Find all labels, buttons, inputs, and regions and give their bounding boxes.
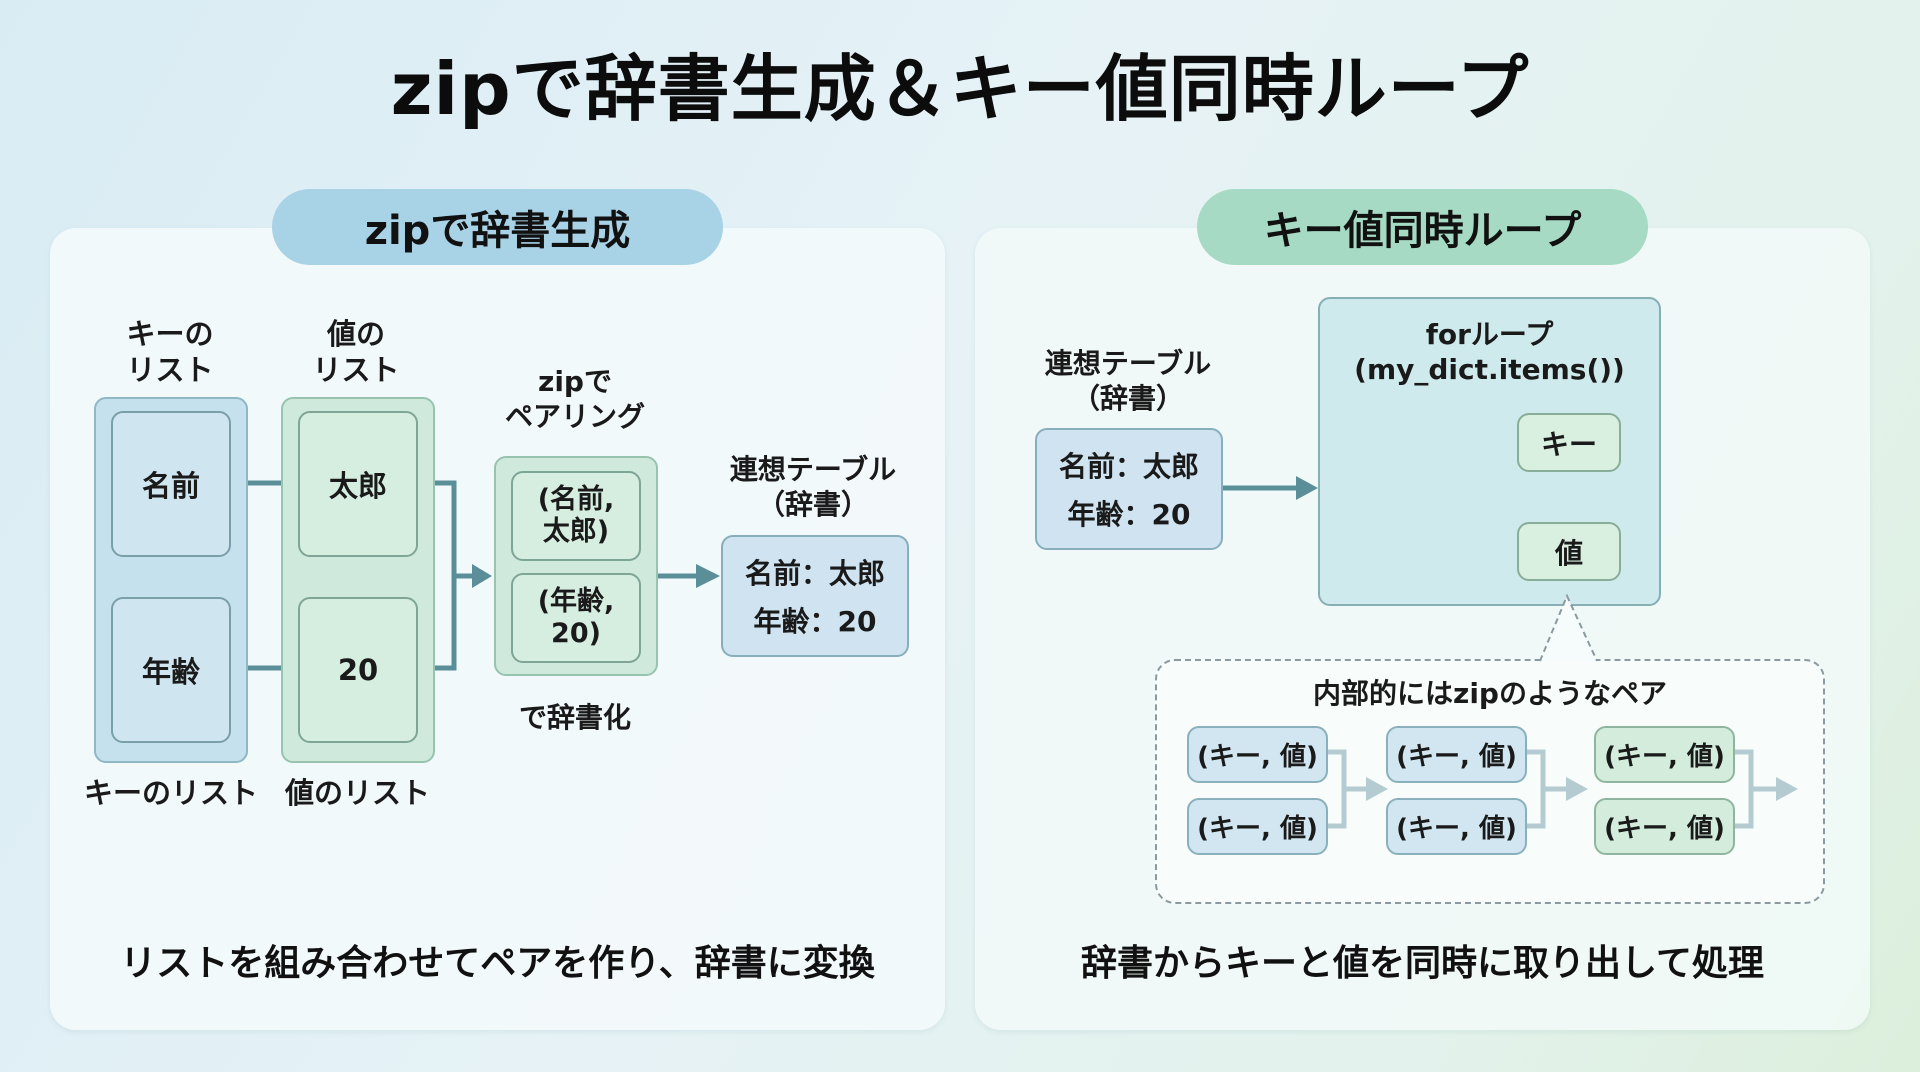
dict-entry: 名前：太郎 (744, 557, 885, 590)
left-dict-box: 名前：太郎 年齢：20 (721, 535, 909, 657)
dict-entry: 名前：太郎 (1058, 450, 1199, 483)
pairing-label: zipで ペアリング (504, 365, 645, 433)
right-dict-label: 連想テーブル （辞書） (1044, 347, 1212, 415)
pair-item: (年齢, 20) (511, 573, 641, 663)
key-list-top-label: キーの リスト (126, 317, 214, 388)
value-item: 太郎 (298, 411, 418, 557)
callout-title: 内部的にはzipのようなペア (1313, 677, 1667, 710)
dict-entry: 年齢：20 (1067, 498, 1191, 531)
key-item: 名前 (111, 411, 231, 557)
kv-pair: (キー, 値) (1187, 798, 1328, 855)
kv-pair: (キー, 値) (1594, 726, 1735, 783)
loop-key-box: キー (1517, 413, 1621, 472)
left-caption: リストを組み合わせてペアを作り、辞書に変換 (120, 943, 875, 984)
dict-entry: 年齢：20 (753, 605, 877, 638)
value-list-top-label: 値の リスト (312, 317, 400, 388)
value-item: 20 (298, 597, 418, 743)
kv-pair: (キー, 値) (1187, 726, 1328, 783)
value-list-bottom-label: 値のリスト (284, 776, 430, 810)
left-panel-header: zipで辞書生成 (272, 189, 723, 265)
page-title: zipで辞書生成＆キー値同時ループ (390, 47, 1530, 131)
pair-item: (名前, 太郎) (511, 471, 641, 561)
kv-pair: (キー, 値) (1386, 798, 1527, 855)
key-item: 年齢 (111, 597, 231, 743)
kv-pair: (キー, 値) (1386, 726, 1527, 783)
left-dict-label: 連想テーブル （辞書） (729, 453, 897, 521)
loop-value-box: 値 (1517, 522, 1621, 581)
key-list-bottom-label: キーのリスト (83, 776, 258, 810)
right-panel-header: キー値同時ループ (1197, 189, 1648, 265)
right-dict-box: 名前：太郎 年齢：20 (1035, 428, 1223, 550)
dictify-label: で辞書化 (518, 701, 631, 734)
for-loop-title: forループ (my_dict.items()) (1354, 318, 1625, 386)
right-caption: 辞書からキーと値を同時に取り出して処理 (1081, 943, 1764, 984)
kv-pair: (キー, 値) (1594, 798, 1735, 855)
